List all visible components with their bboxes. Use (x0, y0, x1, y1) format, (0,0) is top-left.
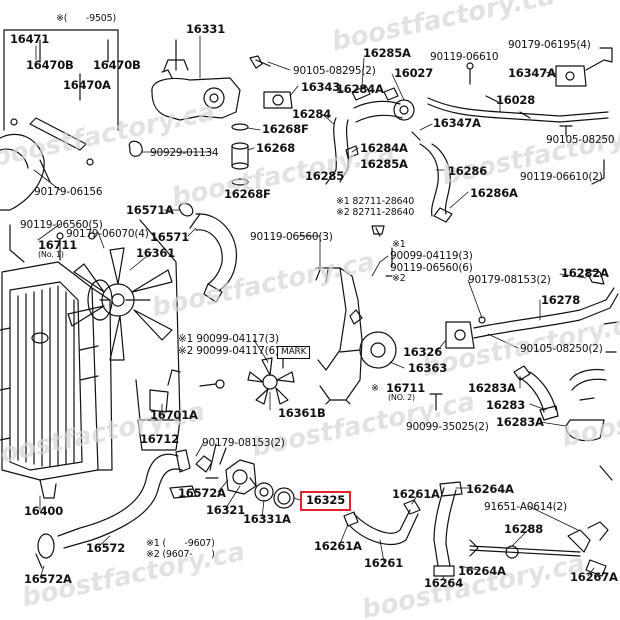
part-label: 16712 (140, 432, 180, 446)
highlighted-part-16325[interactable]: 16325 (300, 491, 352, 511)
part-label: 16571A (126, 203, 174, 217)
part-label: 90105-08250(2) (520, 343, 603, 355)
part-label: 16286 (448, 164, 488, 178)
part-label: 16361B (278, 406, 326, 420)
part-label: 16470B (26, 58, 74, 72)
part-label: 90105-08250 (546, 134, 615, 146)
part-label: 16470A (63, 78, 111, 92)
part-label: 16361 (136, 246, 176, 260)
part-label: 16400 (24, 504, 64, 518)
mark-label: MARK (277, 346, 311, 359)
part-label: 16471 (10, 32, 50, 46)
part-label: 16264 (424, 576, 464, 590)
part-label: 16711 (38, 238, 78, 252)
part-label: 90179-06070(4) (66, 228, 149, 240)
part-label: 90179-06195(4) (508, 39, 591, 51)
part-label: 91651-A0614(2) (484, 501, 567, 513)
part-label: 16268F (262, 122, 309, 136)
part-label: 90119-06560(6) (390, 262, 473, 274)
hose-clamp-group (0, 29, 119, 263)
part-label: 16288 (504, 522, 544, 536)
water-pump-bracket (315, 225, 443, 411)
part-label: 16326 (403, 345, 443, 359)
part-label: (NO. 2) (388, 393, 415, 402)
part-label: 16278 (541, 293, 581, 307)
part-label: 16282A (561, 266, 609, 280)
part-label: 16321 (206, 503, 246, 517)
part-label: ※1 82711-28640 (336, 196, 415, 207)
part-label: ※ (371, 383, 379, 394)
part-label: 90179-08153(2) (468, 274, 551, 286)
part-label: ※2 90099-04117(6) (178, 345, 279, 357)
part-label: 16283A (468, 381, 516, 395)
part-label: 16283A (496, 415, 544, 429)
part-label: 16261 (364, 556, 404, 570)
part-label: 16285A (363, 46, 411, 60)
lower-radiator-hose (35, 449, 197, 569)
part-label: 16264A (466, 482, 514, 496)
part-label: 90099-04119(3) (390, 250, 473, 262)
fan-coupling (87, 279, 225, 389)
leader-lines (33, 35, 595, 581)
part-label: 16572 (86, 541, 126, 555)
part-label: 16331 (186, 22, 226, 36)
part-label: 16267A (570, 570, 618, 584)
part-label: 16286A (470, 186, 518, 200)
heater-hoses (343, 481, 609, 577)
part-label: 16701A (150, 408, 198, 422)
bypass-hoses (325, 85, 453, 223)
part-label: 16285 (305, 169, 345, 183)
part-label: 16028 (496, 93, 536, 107)
part-label: 90179-08153(2) (202, 437, 285, 449)
part-label: 16572A (178, 486, 226, 500)
part-label: 16264A (458, 564, 506, 578)
part-label: 16284A (336, 82, 384, 96)
part-label: 16331A (243, 512, 291, 526)
part-label: 90119-06610 (430, 51, 499, 63)
part-label: ※2 (9607- ) (146, 549, 215, 560)
part-label: 90119-06610(2) (520, 171, 603, 183)
hoses-16283 (513, 365, 613, 481)
radiator (0, 261, 113, 499)
part-label: 16261A (314, 539, 362, 553)
part-label: 16363 (408, 361, 448, 375)
water-outlet-16331 (128, 39, 293, 186)
part-label: ※2 (392, 273, 406, 284)
part-label: 16347A (433, 116, 481, 130)
part-label: 90929-01134 (150, 147, 219, 159)
cooling-fan (67, 219, 181, 451)
pipe-16278 (445, 269, 619, 353)
part-label: 16284 (292, 107, 332, 121)
part-label: 90099-35025(2) (406, 421, 489, 433)
part-label: 16284A (360, 141, 408, 155)
part-label: 16347A (508, 66, 556, 80)
part-label: ※1 (392, 239, 406, 250)
part-label: 90105-08295(2) (293, 65, 376, 77)
hose-16571 (178, 202, 238, 303)
part-label: 16268F (224, 187, 271, 201)
part-label: 90119-06560(3) (250, 231, 333, 243)
part-label: 16261A (392, 487, 440, 501)
part-label: 16711 (386, 381, 426, 395)
part-label: ※2 82711-28640 (336, 207, 415, 218)
part-label: 16343 (301, 80, 341, 94)
part-label: (No. 1) (38, 250, 64, 259)
part-label: 16572A (24, 572, 72, 586)
part-label: 90179-06156 (34, 186, 103, 198)
part-label: 90119-06560(5) (20, 219, 103, 231)
part-label: 16571 (150, 230, 190, 244)
part-label: ※( -9505) (56, 13, 116, 24)
part-label: 16285A (360, 157, 408, 171)
part-label: ※1 90099-04117(3) (178, 333, 279, 345)
part-label: 16027 (394, 66, 434, 80)
part-label: 16470B (93, 58, 141, 72)
part-label: ※1 ( -9607) (146, 538, 215, 549)
part-label: 16283 (486, 398, 526, 412)
part-label: 16268 (256, 141, 296, 155)
